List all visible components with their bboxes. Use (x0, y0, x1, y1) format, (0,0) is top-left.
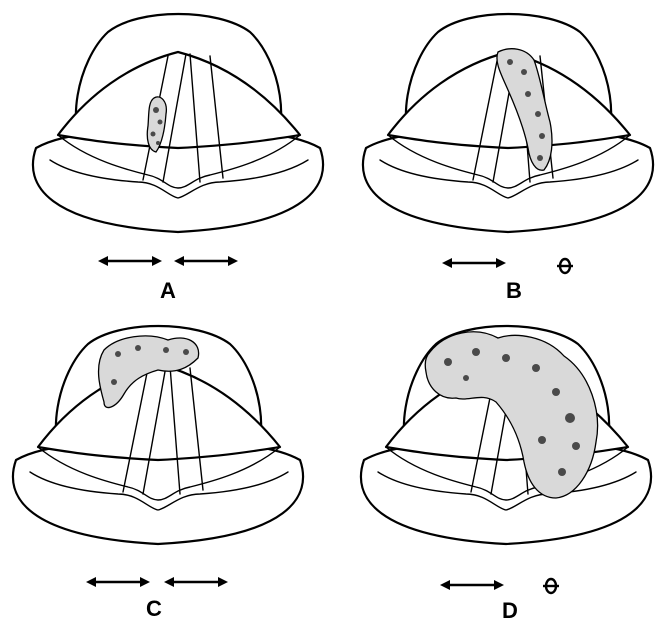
double-arrow-icon (98, 256, 162, 266)
double-arrow-icon (164, 577, 228, 587)
panel-a (33, 14, 323, 232)
panel-label-c: C (146, 596, 162, 621)
double-arrow-icon (442, 258, 506, 268)
panel-b (363, 14, 653, 232)
panel-label-a: A (160, 278, 176, 303)
larynx-outline (363, 14, 653, 232)
panel-label-b: B (506, 278, 522, 303)
fixed-cord-icon (543, 579, 559, 593)
larynx-outline (33, 14, 323, 232)
mobility-arrows-a (98, 256, 238, 266)
fixed-cord-icon (557, 259, 573, 273)
double-arrow-icon (86, 577, 150, 587)
panel-label-d: D (502, 598, 518, 621)
mobility-arrows-c (86, 577, 228, 587)
panel-c (13, 326, 303, 544)
double-arrow-icon (174, 256, 238, 266)
panel-d (361, 326, 651, 544)
double-arrow-icon (440, 580, 504, 590)
